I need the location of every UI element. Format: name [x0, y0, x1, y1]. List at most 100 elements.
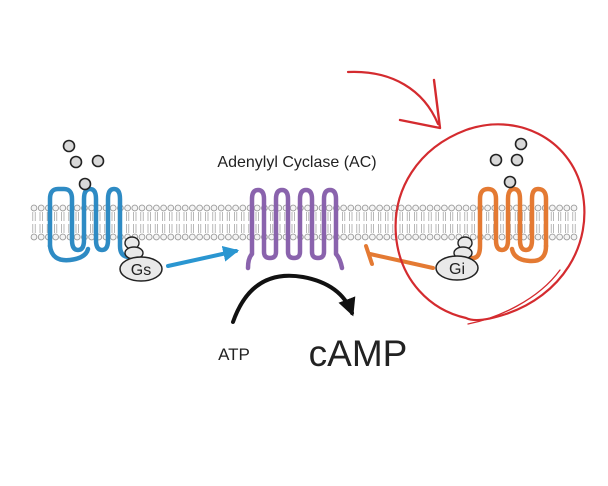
- lipid-head: [73, 233, 81, 241]
- lipid-head: [376, 233, 383, 241]
- lipid-head: [37, 204, 45, 212]
- inhibitory-receptor-helices: [467, 186, 549, 261]
- lipid-tail: [428, 212, 432, 221]
- inhibitory-receptor: [467, 186, 549, 264]
- lipid-head: [52, 233, 59, 241]
- lipid-tail: [133, 224, 137, 233]
- atp-label: ATP: [218, 345, 250, 364]
- lipid-head: [268, 204, 275, 212]
- lipid-tail: [457, 212, 461, 221]
- lipid-head: [354, 233, 362, 241]
- lipid-tail: [435, 212, 439, 221]
- lipid-head: [433, 233, 441, 241]
- lipid-tail: [306, 212, 310, 221]
- lipid-tail: [291, 224, 295, 233]
- lipid-head: [441, 233, 448, 241]
- ligand-icon: [78, 177, 92, 191]
- lipid-tail: [154, 212, 158, 221]
- inhibitory-ligands: [489, 137, 528, 189]
- ligand-icon: [91, 154, 105, 168]
- lipid-tail: [406, 224, 410, 233]
- lipid-head: [73, 204, 81, 212]
- lipid-tail: [363, 212, 367, 221]
- lipid-tail: [327, 212, 331, 221]
- lipid-tail: [486, 224, 490, 233]
- lipid-head: [124, 204, 131, 212]
- ligand-icon: [62, 139, 76, 153]
- lipid-head: [225, 233, 232, 241]
- lipid-tail: [536, 224, 540, 233]
- lipid-tail: [406, 212, 410, 221]
- lipid-head: [383, 233, 391, 241]
- lipid-tail: [550, 224, 554, 233]
- lipid-head: [383, 204, 391, 212]
- lipid-tail: [464, 212, 468, 221]
- lipid-tail: [162, 212, 166, 221]
- lipid-head: [534, 204, 542, 212]
- lipid-tail: [442, 224, 446, 233]
- ligand-icon: [69, 155, 83, 169]
- inhibition-bar-icon: [364, 244, 374, 266]
- lipid-tail: [414, 212, 418, 221]
- lipid-head: [570, 204, 578, 212]
- adenylyl-cyclase-label: Adenylyl Cyclase (AC): [217, 154, 376, 171]
- lipid-head: [268, 233, 275, 241]
- lipid-tail: [226, 212, 230, 221]
- lipid-head: [138, 233, 146, 241]
- stimulatory-receptor-helices: [47, 186, 134, 260]
- lipid-head: [167, 233, 175, 241]
- lipid-tail: [61, 224, 65, 233]
- lipid-head: [239, 233, 247, 241]
- lipid-tail: [126, 224, 130, 233]
- lipid-tail: [234, 212, 238, 221]
- lipid-head: [189, 233, 196, 241]
- lipid-tail: [565, 224, 569, 233]
- lipid-tail: [486, 212, 490, 221]
- lipid-tail: [385, 212, 389, 221]
- lipid-tail: [342, 224, 346, 233]
- lipid-head: [167, 204, 175, 212]
- activation-arrow: [166, 245, 240, 268]
- lipid-tail: [428, 224, 432, 233]
- lipid-tail: [399, 224, 403, 233]
- lipid-tail: [464, 224, 468, 233]
- lipid-tail: [241, 224, 245, 233]
- lipid-tail: [450, 212, 454, 221]
- lipid-tail: [471, 224, 475, 233]
- lipid-tail: [111, 224, 115, 233]
- lipid-tail: [356, 212, 360, 221]
- lipid-head: [498, 233, 506, 241]
- lipid-head: [30, 233, 38, 241]
- lipid-tail: [306, 224, 310, 233]
- lipid-tail: [198, 224, 202, 233]
- lipid-head: [181, 204, 189, 212]
- lipid-tail: [558, 212, 562, 221]
- lipid-tail: [255, 212, 259, 221]
- gs-protein: Gs: [119, 236, 163, 282]
- lipid-head: [534, 233, 542, 241]
- lipid-tail: [147, 224, 151, 233]
- stimulatory-ligands: [62, 139, 105, 191]
- lipid-head: [405, 204, 412, 212]
- lipid-head: [203, 204, 211, 212]
- lipid-tail: [270, 212, 274, 221]
- lipid-tail: [457, 224, 461, 233]
- lipid-tail: [572, 212, 576, 221]
- lipid-head: [196, 233, 203, 241]
- lipid-tail: [327, 224, 331, 233]
- lipid-head: [109, 233, 117, 241]
- lipid-tail: [471, 212, 475, 221]
- lipid-head: [153, 233, 160, 241]
- lipid-head: [397, 233, 405, 241]
- lipid-head: [448, 204, 455, 212]
- lipid-head: [59, 204, 67, 212]
- lipid-head: [145, 233, 153, 241]
- lipid-head: [376, 204, 383, 212]
- lipid-head: [405, 233, 412, 241]
- lipid-head: [369, 233, 376, 241]
- lipid-tail: [90, 224, 94, 233]
- lipid-tail: [363, 224, 367, 233]
- lipid-tail: [270, 224, 274, 233]
- lipid-tail: [514, 224, 518, 233]
